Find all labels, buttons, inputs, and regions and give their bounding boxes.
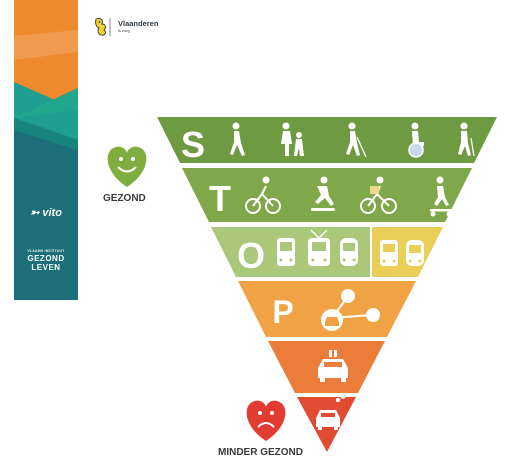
cyclist-icon	[245, 176, 281, 214]
institute-line: VLAAMS INSTITUUT	[27, 249, 65, 253]
flemish-lion-logo-icon	[95, 17, 111, 36]
letter-t: T	[209, 178, 231, 219]
bus-icon	[277, 238, 295, 266]
bus-icon	[380, 240, 398, 266]
gezond-leven-title-2: LEVEN	[31, 263, 61, 272]
happy-heart-icon	[107, 146, 147, 187]
train-icon	[340, 238, 358, 266]
shared-car-network-icon	[321, 289, 380, 331]
blind-person-cane-icon	[346, 122, 367, 158]
vito-logo: ➳ vito	[30, 207, 62, 219]
tram-icon	[308, 229, 330, 266]
wheelchair-user-icon	[408, 122, 424, 158]
polluting-car-icon	[316, 393, 346, 430]
scooter-rider-icon	[430, 176, 452, 217]
gezond-leven-title-1: GEZOND	[27, 254, 65, 263]
skateboarder-icon	[311, 176, 335, 211]
gezond-leven-banner	[14, 0, 78, 300]
band-p	[238, 281, 416, 337]
vlaanderen-tagline: is zorg	[118, 28, 130, 33]
label-healthy: GEZOND	[103, 193, 146, 204]
letter-p: P	[272, 294, 293, 330]
walking-person-icon	[230, 122, 245, 156]
cargo-cyclist-icon	[360, 176, 397, 214]
sad-heart-icon	[246, 400, 286, 441]
train-icon	[406, 240, 424, 266]
elderly-person-walking-icon	[458, 122, 475, 157]
letter-o: O	[237, 235, 265, 276]
vito-swoosh-icon: ➳	[30, 207, 43, 219]
label-less-healthy: MINDER GEZOND	[218, 447, 303, 458]
vlaanderen-wordmark: Vlaanderen	[118, 19, 159, 28]
letter-s: S	[181, 124, 205, 165]
electric-car-icon	[318, 350, 348, 382]
family-walking-icon	[281, 122, 304, 156]
